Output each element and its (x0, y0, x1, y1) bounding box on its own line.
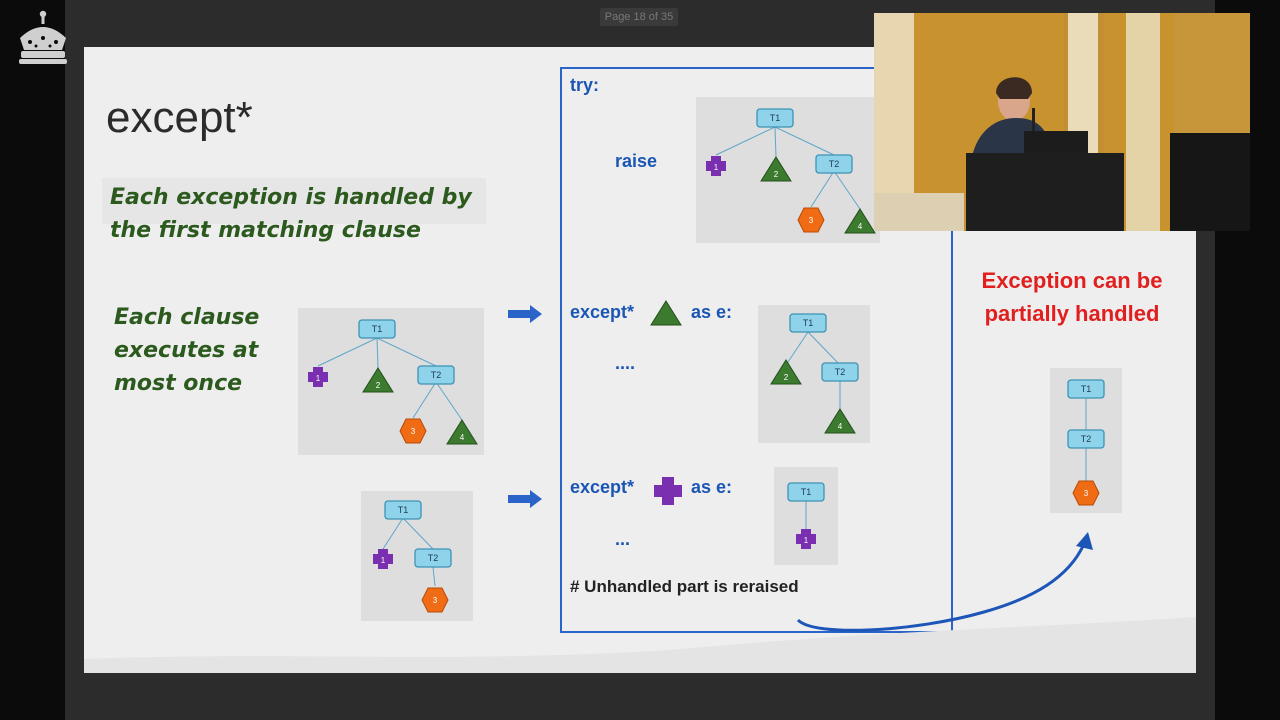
except-triangle-keyword: except* (570, 302, 635, 322)
tree-node-t1 (756, 108, 794, 128)
exception-tree-raised: T1 T2 1 2 3 4 (696, 97, 880, 243)
tree-node-label: T2 (835, 367, 846, 377)
tree-node-t2 (821, 362, 859, 382)
except-cross-suffix: as e: (691, 477, 733, 497)
except-cross-body: ... (615, 529, 631, 549)
triangle-shape-icon (824, 408, 856, 434)
tree-node-label: T2 (431, 370, 442, 380)
cross-shape-icon (706, 156, 726, 176)
tree-node-t2 (414, 548, 452, 568)
tree-node-label: T1 (1081, 384, 1092, 394)
triangle-shape-icon (362, 367, 394, 393)
cross-shape-icon (373, 549, 393, 569)
triangle-shape-icon (760, 156, 792, 182)
tree-node-label: T1 (372, 324, 383, 334)
page-indicator: Page 18 of 35 (600, 8, 678, 26)
speaker-video (874, 13, 1250, 231)
note-first-match: Each exception is handled by the first m… (110, 181, 510, 247)
tree-node-label: 2 (376, 381, 381, 390)
partial-handled-note: Exception can be partially handled (954, 264, 1190, 330)
exception-tree-unhandled: T1 T2 3 (1050, 368, 1122, 513)
tree-node-label: T2 (829, 159, 840, 169)
code-block (560, 67, 953, 633)
tree-node-label: 1 (316, 374, 321, 383)
tree-node-t2 (1067, 429, 1105, 449)
curved-arrow-icon (796, 532, 1093, 632)
note-line: Each exception is handled by (110, 185, 472, 210)
crown-logo-icon (19, 10, 67, 64)
arrow-right-icon (508, 490, 542, 508)
cross-shape-icon (654, 477, 682, 505)
tree-node-t1 (787, 482, 825, 502)
except-triangle-suffix: as e: (691, 302, 733, 322)
tree-node-label: T1 (803, 318, 814, 328)
triangle-shape-icon (844, 208, 876, 234)
speaker-webcam (874, 13, 1250, 231)
exception-tree-triangles: T1 T2 2 4 (758, 305, 870, 443)
tree-node-label: 3 (1084, 489, 1089, 498)
note-background (102, 178, 486, 224)
try-keyword: try: (570, 75, 600, 95)
slide-title: except* (106, 93, 253, 142)
note-line: Exception can be (981, 268, 1163, 293)
arrow-right-icon (508, 305, 542, 323)
except-cross-keyword: except* (570, 477, 635, 497)
exception-tree-remaining: T1 T2 1 3 (361, 491, 473, 621)
triangle-shape-icon (446, 419, 478, 445)
tree-node-t1 (358, 319, 396, 339)
tree-node-label: T1 (801, 487, 812, 497)
hexagon-shape-icon (1072, 480, 1100, 506)
hexagon-shape-icon (399, 418, 427, 444)
triangle-shape-icon (650, 300, 682, 326)
tree-node-t1 (384, 500, 422, 520)
tree-node-label: T2 (428, 553, 439, 563)
tree-node-t2 (417, 365, 455, 385)
cross-shape-icon (308, 367, 328, 387)
note-once: Each clause executes at most once (114, 301, 314, 400)
hexagon-shape-icon (797, 207, 825, 233)
tree-node-label: 3 (411, 427, 416, 436)
hexagon-shape-icon (421, 587, 449, 613)
tree-node-label: 4 (858, 222, 863, 231)
note-line: most once (114, 371, 243, 396)
tree-node-t1 (789, 313, 827, 333)
tree-node-label: 1 (714, 163, 719, 172)
tree-node-label: 4 (460, 433, 465, 442)
tree-diagram: T1 T2 1 2 3 4 (308, 319, 478, 445)
tree-node-label: 2 (784, 373, 789, 382)
tree-node-label: T1 (770, 113, 781, 123)
note-line: partially handled (984, 301, 1160, 326)
exception-tree-full: T1 T2 1 2 3 4 (298, 308, 484, 455)
slide: except* Each exception is handled by the… (84, 47, 1196, 673)
cross-shape-icon (796, 529, 816, 549)
tree-node-t2 (815, 154, 853, 174)
tree-node-label: 2 (774, 170, 779, 179)
raise-keyword: raise (615, 151, 658, 171)
triangle-shape-icon (770, 359, 802, 385)
exception-tree-cross: T1 1 (774, 467, 838, 565)
except-triangle-body: .... (615, 353, 636, 373)
tree-node-label: 4 (838, 422, 843, 431)
tree-node-label: 1 (381, 556, 386, 565)
tree-node-label: 3 (433, 596, 438, 605)
reraise-comment: # Unhandled part is reraised (570, 577, 799, 596)
note-line: Each clause (114, 305, 260, 330)
tree-node-label: T2 (1081, 434, 1092, 444)
tree-node-t1 (1067, 379, 1105, 399)
slide-decor (84, 617, 1196, 673)
note-line: the first matching clause (110, 218, 421, 243)
tree-node-label: 3 (809, 216, 814, 225)
note-line: executes at (114, 338, 259, 363)
tree-node-label: T1 (398, 505, 409, 515)
tree-node-label: 1 (804, 536, 809, 545)
